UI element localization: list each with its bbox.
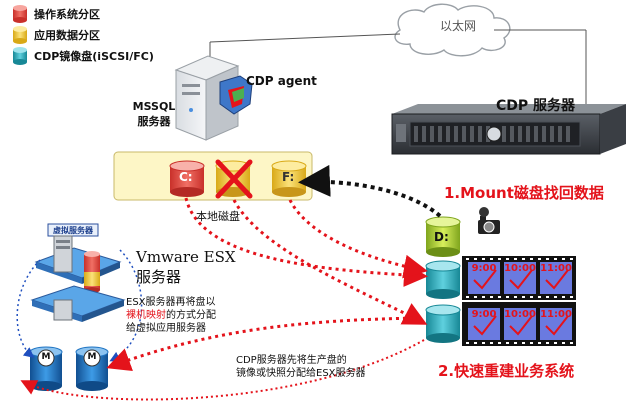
esx-note-line1: ESX服务器再将盘以 bbox=[126, 297, 216, 308]
esx-title-line2: 服务器 bbox=[136, 268, 182, 286]
cdp-mirror-disk-2-icon bbox=[425, 304, 461, 343]
legend-label: 操作系统分区 bbox=[34, 8, 100, 21]
step1-label: 1.Mount磁盘找回数据 bbox=[444, 184, 604, 202]
snapshot-filmstrip-2 bbox=[462, 302, 576, 346]
legend-label: CDP镜像盘(iSCSI/FC) bbox=[34, 50, 154, 63]
virtual-server-badge-box bbox=[47, 223, 99, 237]
drive-f-label: F: bbox=[282, 170, 295, 184]
legend-cdp-mirror-disk-icon bbox=[13, 47, 27, 65]
esx-host-icon bbox=[30, 235, 126, 322]
drive-c-disk-icon bbox=[169, 160, 205, 197]
snapshot-time: 11:00 bbox=[540, 263, 572, 274]
esx-title-line1: Vmware ESX bbox=[136, 248, 236, 266]
mssql-label-line2: 服务器 bbox=[137, 115, 171, 128]
step2-label: 2.快速重建业务系统 bbox=[438, 362, 575, 380]
cdp-server-label: CDP 服务器 bbox=[496, 98, 576, 114]
virtual-server-badge: 虚拟服务器 bbox=[53, 226, 93, 235]
mount-disk-1-label: M bbox=[41, 352, 51, 362]
snapshot-time: 9:00 bbox=[471, 263, 497, 274]
snapshot-time: 11:00 bbox=[540, 309, 572, 320]
c-drive-mirror-arrow bbox=[184, 197, 428, 287]
legend-item-os: 操作系统分区 bbox=[34, 4, 100, 24]
snapshot-time: 10:00 bbox=[504, 263, 536, 274]
cdp-mirror-drive-d-icon bbox=[425, 216, 461, 257]
legend-app-data-partition-icon bbox=[13, 26, 27, 44]
mount-disk-2-label: M bbox=[87, 352, 97, 362]
snapshot-time: 9:00 bbox=[471, 309, 497, 320]
cdp-note: CDP服务器先将生产盘的 镜像或快照分配给ESX服务器 bbox=[236, 354, 366, 380]
esx-map-arrow-left bbox=[16, 259, 41, 358]
legend-item-app-data: 应用数据分区 bbox=[34, 25, 100, 45]
cdp-note-line2: 镜像或快照分配给ESX服务器 bbox=[236, 368, 366, 379]
mount-recover-arrow bbox=[298, 164, 442, 218]
assign-to-esx-arrow bbox=[106, 316, 421, 372]
legend-label: 应用数据分区 bbox=[34, 29, 100, 42]
network-link-left bbox=[209, 33, 401, 43]
assign-to-esx-lower-arrow bbox=[20, 339, 425, 401]
f-drive-mirror-arrow bbox=[288, 199, 428, 279]
cdp-mirror-disk-1-icon bbox=[425, 260, 461, 299]
snapshot-time: 10:00 bbox=[504, 309, 536, 320]
esx-note-line2: 裸机映射的方式分配 bbox=[126, 309, 216, 322]
vm-mount-disk-2-icon bbox=[75, 346, 109, 391]
drive-c-label: C: bbox=[179, 170, 193, 184]
mssql-label: MSSQL 服务器 bbox=[132, 100, 176, 129]
cdp-note-line1: CDP服务器先将生产盘的 bbox=[236, 355, 347, 366]
snapshot-filmstrip-1 bbox=[462, 256, 576, 300]
local-disk-label: 本地磁盘 bbox=[196, 210, 240, 223]
esx-note-line3: 给虚拟应用服务器 bbox=[126, 323, 206, 334]
esx-title: Vmware ESX 服务器 bbox=[136, 248, 236, 287]
mssql-label-line1: MSSQL bbox=[132, 100, 176, 113]
legend-os-partition-icon bbox=[13, 5, 27, 23]
cdp-drive-d-label: D: bbox=[434, 230, 449, 244]
snapshot-camera-icon bbox=[478, 207, 500, 234]
esx-note: ESX服务器再将盘以 裸机映射的方式分配 给虚拟应用服务器 bbox=[126, 296, 216, 335]
ethernet-cloud-icon bbox=[394, 3, 511, 57]
legend-item-cdp-mirror: CDP镜像盘(iSCSI/FC) bbox=[34, 46, 154, 66]
cdp-agent-shield-icon bbox=[219, 75, 253, 115]
esx-note-line2-rest: 的方式分配 bbox=[166, 310, 216, 321]
data-drive-mirror-arrow bbox=[232, 199, 428, 325]
esx-note-highlight: 裸机映射 bbox=[126, 310, 166, 321]
ethernet-label: 以太网 bbox=[440, 19, 477, 33]
cdp-server-icon bbox=[391, 104, 626, 155]
disk-failure-x-icon bbox=[215, 159, 253, 199]
cdp-agent-label: CDP agent bbox=[246, 74, 317, 88]
